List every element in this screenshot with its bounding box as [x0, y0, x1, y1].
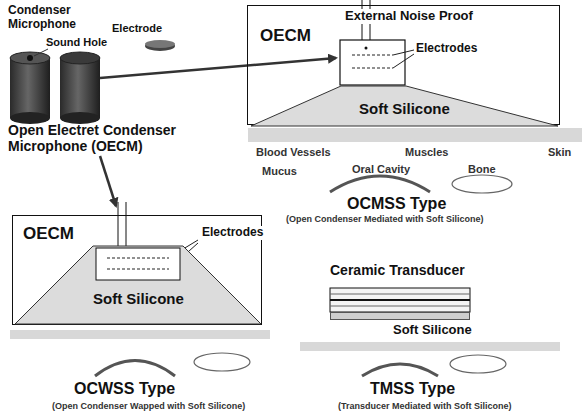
node-label: Soft Silicone — [93, 290, 184, 307]
oral-cavity-arc — [330, 176, 430, 192]
silicone-layer: Soft Silicone — [330, 312, 470, 320]
panel-box: External Noise ProofOECM Soft Silicone — [247, 5, 560, 125]
bone-outline — [450, 355, 506, 373]
skin-band — [10, 330, 270, 339]
arrow — [100, 58, 336, 78]
skin-band — [300, 342, 560, 351]
text-label: Bone — [468, 163, 496, 176]
text-label: Electrodes — [416, 42, 477, 56]
node-label: Soft Silicone — [393, 323, 472, 338]
text-label: Mucus — [262, 165, 297, 178]
text-label: Blood Vessels — [256, 146, 331, 159]
node-label: OECM — [260, 26, 311, 46]
text-label: Open Electret Condenser Microphone (OECM… — [8, 122, 243, 154]
microphone-cylinder — [10, 52, 50, 124]
text-label: Oral Cavity — [352, 163, 410, 176]
oral-cavity-arc — [362, 364, 438, 376]
leader-line — [393, 50, 414, 68]
inner-microphone — [340, 40, 405, 85]
silicone-trapezoid: Soft Silicone — [251, 86, 558, 126]
text-label: TMSS Type — [370, 380, 455, 398]
silicone-trapezoid: Soft Silicone — [15, 246, 261, 324]
open-microphone-cylinder — [60, 52, 100, 124]
text-label: (Open Condenser Wapped with Soft Silicon… — [52, 401, 245, 411]
wires — [118, 202, 126, 247]
text-label: (Open Condenser Mediated with Soft Silic… — [286, 214, 484, 224]
shape-outline — [15, 246, 261, 324]
text-label: Sound Hole — [46, 36, 107, 49]
oral-cavity-arc — [95, 361, 175, 377]
leader-line — [34, 49, 48, 56]
node-label: Ceramic Transducer — [330, 262, 465, 278]
node-label: Soft Silicone — [359, 100, 450, 117]
text-label: OCMSS Type — [347, 195, 446, 213]
node-label: External Noise Proof — [343, 9, 475, 24]
electrode-disc — [145, 40, 175, 51]
text-label: Condenser Microphone — [8, 4, 88, 32]
text-label: Electrode — [112, 22, 162, 35]
bone-outline — [452, 175, 512, 193]
node-label: OECM — [23, 224, 74, 244]
ceramic-transducer: Ceramic Transducer — [330, 288, 470, 312]
arrow — [100, 156, 116, 206]
skin-band — [248, 128, 582, 142]
text-label: Muscles — [405, 146, 448, 159]
text-label: (Transducer Mediated with Soft Silicone) — [338, 401, 512, 411]
bone-outline — [194, 353, 250, 371]
text-label: OCWSS Type — [74, 380, 175, 398]
shape-outline — [330, 288, 470, 312]
text-label: Electrodes — [200, 226, 265, 240]
text-label: Skin — [548, 146, 571, 159]
